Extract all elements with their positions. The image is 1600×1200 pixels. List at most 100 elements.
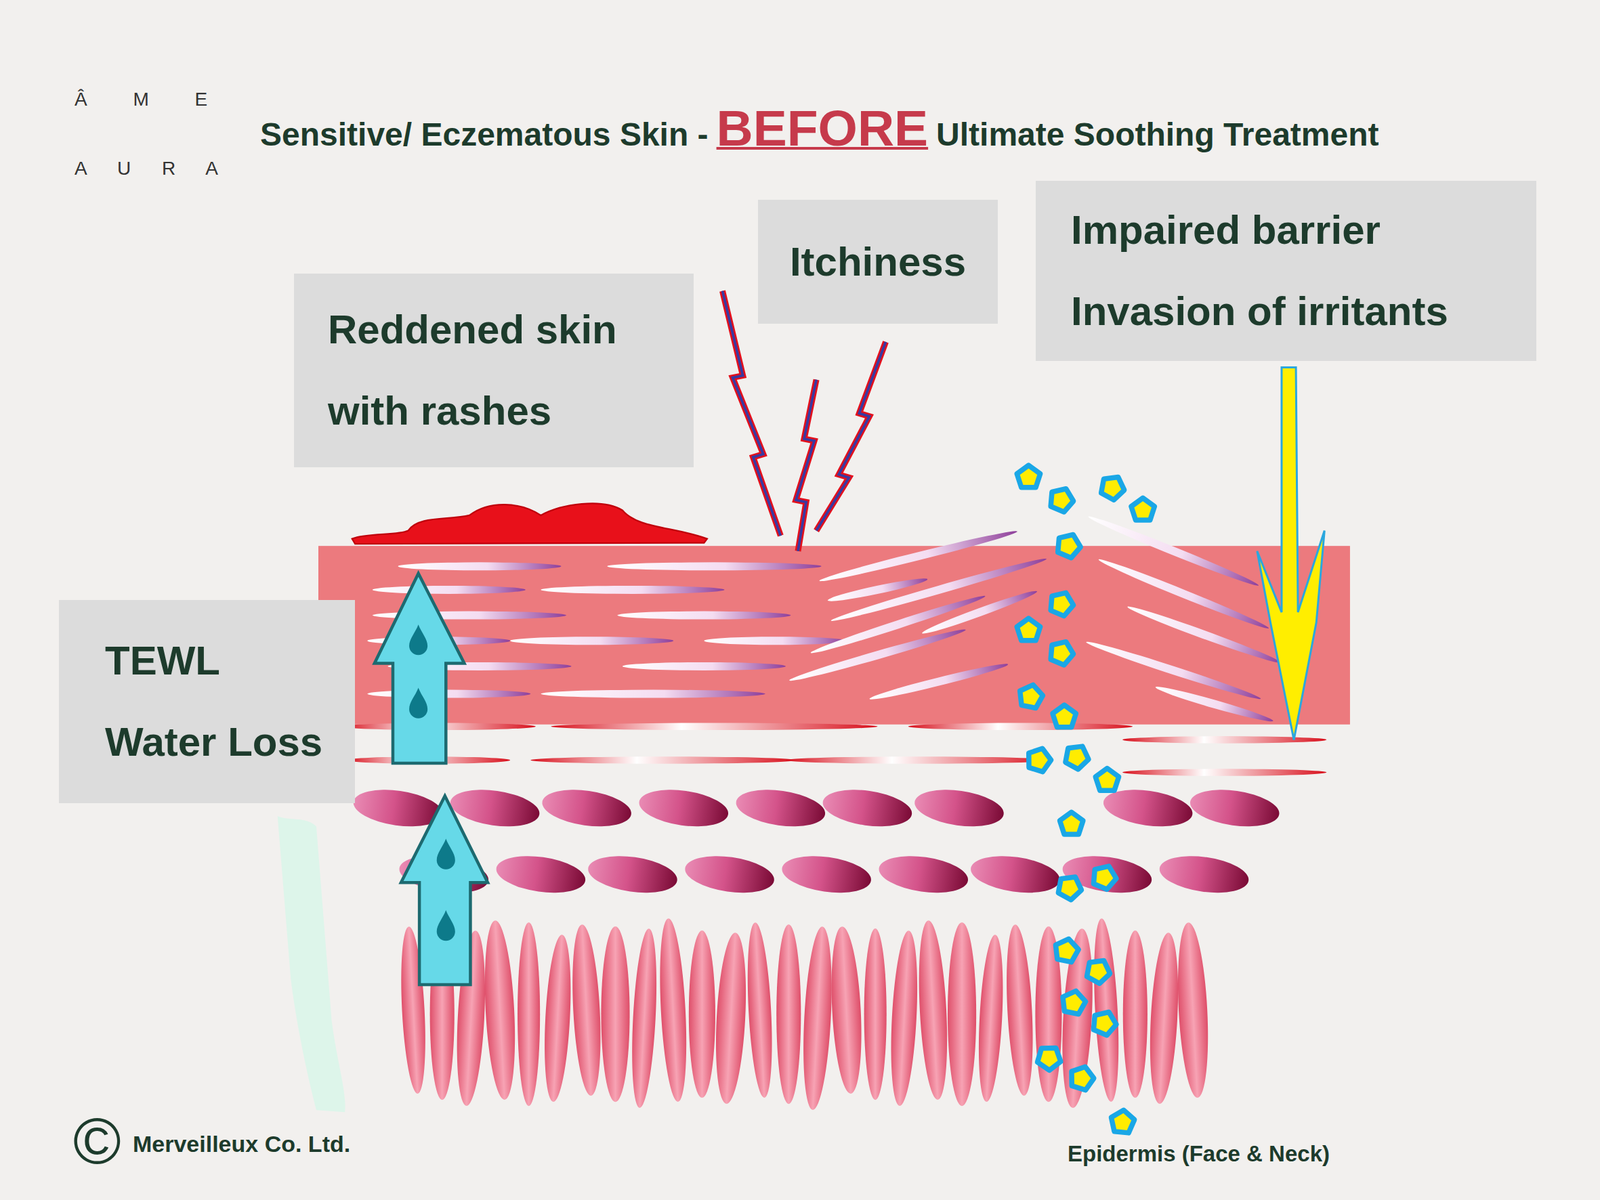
label-box: TEWLWater Loss — [58, 600, 355, 804]
logo-text: Â M E — [74, 88, 228, 112]
keratinocyte — [779, 851, 874, 899]
rash — [352, 503, 708, 544]
keratinocyte — [539, 785, 634, 832]
basal-cell — [947, 922, 977, 1107]
irritant — [1060, 812, 1084, 835]
box-text: Reddened skin with rashes — [327, 289, 674, 452]
corneocyte — [397, 562, 561, 571]
corneocyte — [540, 585, 725, 595]
basal-cell — [688, 930, 716, 1099]
irritant — [1058, 535, 1081, 559]
bolt — [722, 291, 782, 537]
corneocyte — [703, 636, 847, 645]
irritant — [1093, 866, 1116, 890]
irritant — [1050, 489, 1073, 513]
label-box: Reddened skin with rashes — [293, 273, 694, 468]
title: Sensitive/ Eczematous Skin - — [260, 117, 709, 154]
irritant — [1016, 618, 1040, 641]
basal-cell — [569, 923, 605, 1097]
water-drop — [436, 910, 456, 941]
keratinocyte — [1156, 851, 1251, 899]
basal-cell — [975, 934, 1007, 1103]
box-text: Invasion of irritants — [1070, 270, 1517, 353]
label-box: Itchiness — [758, 199, 998, 324]
water-drop — [436, 838, 456, 870]
title-emphasis: BEFORE — [716, 100, 929, 157]
bolt — [722, 291, 782, 537]
layer-caption: Epidermis (Face & Neck) — [1067, 1140, 1330, 1168]
mint-streak — [277, 816, 346, 1113]
basal-cell — [887, 930, 922, 1107]
irritant — [1016, 465, 1040, 488]
copyright-mark: © — [73, 1108, 122, 1174]
corneocyte — [868, 660, 1010, 704]
basal-cell — [711, 932, 750, 1105]
basal-cell — [517, 922, 540, 1107]
basal-cell — [915, 919, 952, 1101]
corneocyte — [372, 585, 526, 595]
irritant — [1055, 938, 1079, 962]
irritant — [1037, 1047, 1061, 1071]
basal-cell — [1146, 932, 1182, 1105]
keratinocyte — [682, 851, 777, 899]
irritant — [1093, 1012, 1116, 1036]
granular-cell — [1122, 768, 1327, 777]
title-rest: Ultimate Soothing Treatment — [936, 117, 1379, 154]
box-text: Itchiness — [778, 221, 978, 303]
itch-bolts — [722, 291, 887, 552]
bolt — [795, 380, 817, 552]
keratinocyte — [968, 851, 1063, 899]
granular-cell — [1122, 736, 1327, 744]
title-row: Sensitive/ Eczematous Skin -BEFOREUltima… — [260, 100, 1380, 157]
basal-cell — [1123, 930, 1148, 1099]
keratinocyte — [733, 785, 828, 832]
irritant — [1095, 768, 1119, 792]
logo-text: A U R A — [74, 157, 231, 181]
basal-cell — [1090, 917, 1123, 1103]
irritant — [1050, 642, 1073, 666]
corneocyte — [1154, 683, 1275, 725]
granular-cell — [908, 723, 1133, 731]
bolt — [816, 342, 886, 532]
basal-cell — [864, 928, 887, 1101]
water-drop — [409, 688, 428, 719]
keratinocyte — [912, 785, 1006, 832]
keratinocyte — [447, 785, 542, 832]
irritant — [1058, 877, 1082, 901]
corneocyte — [788, 625, 968, 685]
basal-cell — [600, 926, 630, 1103]
box-text: TEWL — [104, 620, 338, 702]
irritant — [1087, 960, 1111, 984]
keratinocyte — [585, 851, 680, 899]
keratinocyte — [493, 851, 588, 899]
basal-cell — [541, 934, 575, 1103]
corneocyte — [617, 611, 791, 620]
irritant — [1071, 1066, 1094, 1090]
corneocyte — [1125, 602, 1283, 667]
basal-cell — [628, 928, 661, 1109]
corneocyte — [510, 636, 674, 645]
keratinocyte — [876, 851, 971, 899]
irritant — [1131, 497, 1155, 521]
basal-cell — [776, 924, 801, 1105]
company-name: Merveilleux Co. Ltd. — [132, 1130, 351, 1159]
basal-cell — [743, 921, 776, 1099]
bolt — [816, 342, 886, 532]
granular-cell — [785, 756, 1052, 765]
bolt — [795, 380, 817, 552]
basal-cell — [1003, 923, 1037, 1097]
keratinocyte — [820, 785, 914, 832]
irritant — [1062, 991, 1086, 1015]
irritant — [1065, 746, 1089, 770]
irritant — [1110, 1110, 1134, 1134]
box-text: Water Loss — [104, 701, 338, 784]
basal-cell — [480, 919, 519, 1101]
water-drop — [409, 624, 428, 656]
corneocyte — [622, 662, 786, 671]
tewl-arrow — [374, 573, 465, 764]
irritant — [1050, 592, 1073, 616]
corneocyte — [1086, 512, 1260, 590]
basal-cell — [799, 925, 836, 1111]
label-box: Impaired barrierInvasion of irritants — [1035, 180, 1537, 362]
